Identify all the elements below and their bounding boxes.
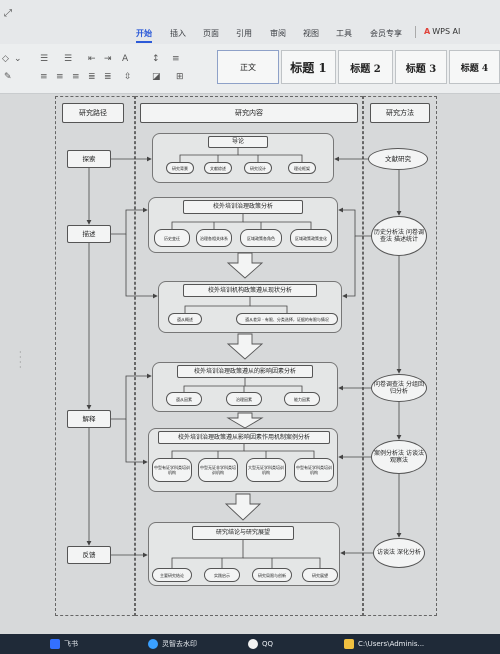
style-normal[interactable]: 正文: [217, 50, 279, 84]
wps-ai-logo-icon: A: [424, 27, 431, 36]
qq-icon: [248, 639, 258, 649]
method-column: [363, 96, 437, 616]
path-feedback: 反馈: [67, 546, 111, 564]
taskbar: 飞书 灵智去水印 QQ C:\Users\Adminis...: [0, 634, 500, 654]
tab-home[interactable]: 开始: [136, 29, 152, 43]
header-research-path: 研究路径: [62, 103, 124, 123]
style-heading-1[interactable]: 标题 1: [281, 50, 336, 84]
style-heading-3[interactable]: 标题 3: [395, 50, 447, 84]
tab-view[interactable]: 视图: [303, 29, 319, 38]
path-explore: 探索: [67, 150, 111, 168]
policy-item-history: 历史变迁: [154, 229, 190, 247]
factor-item-capacity: 能力因素: [284, 392, 320, 406]
factor-item-compliance: 遵从因素: [166, 392, 202, 406]
intro-item-literature: 文献综述: [204, 162, 232, 174]
group-policy-title: 校外培训治理政策分析: [183, 200, 303, 214]
conclusion-item-practice: 实践启示: [204, 568, 240, 582]
divider: [415, 26, 416, 38]
align-right-icon[interactable]: ≡: [72, 72, 80, 82]
dropdown-icon[interactable]: ⌄: [14, 54, 22, 64]
tab-member[interactable]: 会员专享: [370, 29, 402, 38]
factor-item-governance: 治理因素: [226, 392, 262, 406]
case-item-4: 中型有证学科类培训机构: [294, 458, 334, 482]
taskbar-item-qq[interactable]: QQ: [248, 639, 273, 649]
group-case-title: 校外培训治理政策遵从影响因素作用机制案例分析: [158, 431, 330, 444]
intro-item-design: 研究设计: [244, 162, 272, 174]
conclusion-item-outlook: 研究展望: [302, 568, 338, 582]
group-status-title: 校外培训机构政策遵从现状分析: [183, 284, 317, 297]
group-conclusion-title: 研究结论与研究展望: [192, 526, 294, 540]
tab-tools[interactable]: 工具: [336, 29, 352, 38]
wps-ai-label: WPS AI: [432, 27, 461, 36]
header-research-content: 研究内容: [140, 103, 358, 123]
method-literature: 文献研究: [368, 148, 428, 170]
distribute-icon[interactable]: ≣: [104, 72, 112, 82]
clear-format-icon[interactable]: ◇: [2, 54, 9, 64]
line-spacing-icon[interactable]: ≡: [172, 54, 180, 64]
intro-item-background: 研究背景: [166, 162, 194, 174]
paragraph-spacing-icon[interactable]: ⇳: [124, 72, 132, 82]
intro-item-framework: 理论框架: [288, 162, 316, 174]
expand-icon[interactable]: ⤢: [4, 8, 12, 19]
style-heading-2[interactable]: 标题 2: [338, 50, 393, 84]
status-item-overview: 遵从概述: [168, 313, 202, 325]
path-describe: 描述: [67, 225, 111, 243]
taskbar-label: QQ: [262, 640, 274, 648]
outdent-icon[interactable]: ⇤: [88, 54, 96, 64]
policy-item-roles: 区域政策各角色: [240, 229, 282, 247]
align-left-icon[interactable]: ≡: [40, 72, 48, 82]
case-item-2: 中型无证非学科类培训机构: [198, 458, 238, 482]
taskbar-item-watermark[interactable]: 灵智去水印: [148, 639, 197, 649]
taskbar-item-explorer[interactable]: C:\Users\Adminis...: [344, 639, 424, 649]
border-icon[interactable]: ⊞: [176, 72, 184, 82]
taskbar-label: C:\Users\Adminis...: [358, 640, 425, 648]
method-case-study: 案例分析法 访谈法 观察法: [371, 440, 427, 474]
header-research-method: 研究方法: [370, 103, 430, 123]
conclusion-item-main: 主要研究结论: [152, 568, 192, 582]
indent-icon[interactable]: ⇥: [104, 54, 112, 64]
content-column: [135, 96, 363, 616]
watermark-app-icon: [148, 639, 158, 649]
numbered-list-icon[interactable]: ☰: [64, 54, 73, 64]
group-factor-title: 校外培训治理政策遵从的影响因素分析: [177, 365, 313, 378]
status-item-differences: 遵从差异 · 有限、分类选择，证据的有限与情况: [236, 313, 338, 325]
shading-icon[interactable]: ◪: [152, 72, 161, 82]
drag-handle-icon[interactable]: ····: [19, 348, 22, 372]
path-explain: 解释: [67, 410, 111, 428]
policy-item-system: 治理各相关体系: [196, 229, 232, 247]
chinese-layout-icon[interactable]: A: [122, 54, 129, 64]
case-item-3: 大型无证学科类培训机构: [246, 458, 286, 482]
path-column: [55, 96, 135, 616]
case-item-1: 中型有证学科类培训机构: [152, 458, 192, 482]
conclusion-item-limits: 研究局限与创新: [252, 568, 292, 582]
highlight-icon[interactable]: ✎: [4, 72, 12, 82]
taskbar-label: 灵智去水印: [162, 640, 197, 648]
tab-reference[interactable]: 引用: [236, 29, 252, 38]
method-interview: 访谈法 深化分析: [373, 538, 425, 568]
method-history-survey: 历史分析法 问卷调查法 描述统计: [371, 216, 427, 256]
method-regression: 问卷调查法 分组回归分析: [371, 374, 427, 402]
policy-item-changes: 区域政策政策变化: [290, 229, 332, 247]
feishu-icon: [50, 639, 60, 649]
align-center-icon[interactable]: ≡: [56, 72, 64, 82]
folder-icon: [344, 639, 354, 649]
group-introduction-title: 导论: [208, 136, 268, 148]
justify-icon[interactable]: ≣: [88, 72, 96, 82]
tab-insert[interactable]: 插入: [170, 29, 186, 38]
style-heading-4[interactable]: 标题 4: [449, 50, 500, 84]
tab-page[interactable]: 页面: [203, 29, 219, 38]
sort-icon[interactable]: ↕: [152, 54, 160, 64]
taskbar-item-feishu[interactable]: 飞书: [50, 639, 78, 649]
tab-review[interactable]: 审阅: [270, 29, 286, 38]
taskbar-label: 飞书: [64, 640, 78, 648]
bullet-list-icon[interactable]: ☰: [40, 54, 49, 64]
